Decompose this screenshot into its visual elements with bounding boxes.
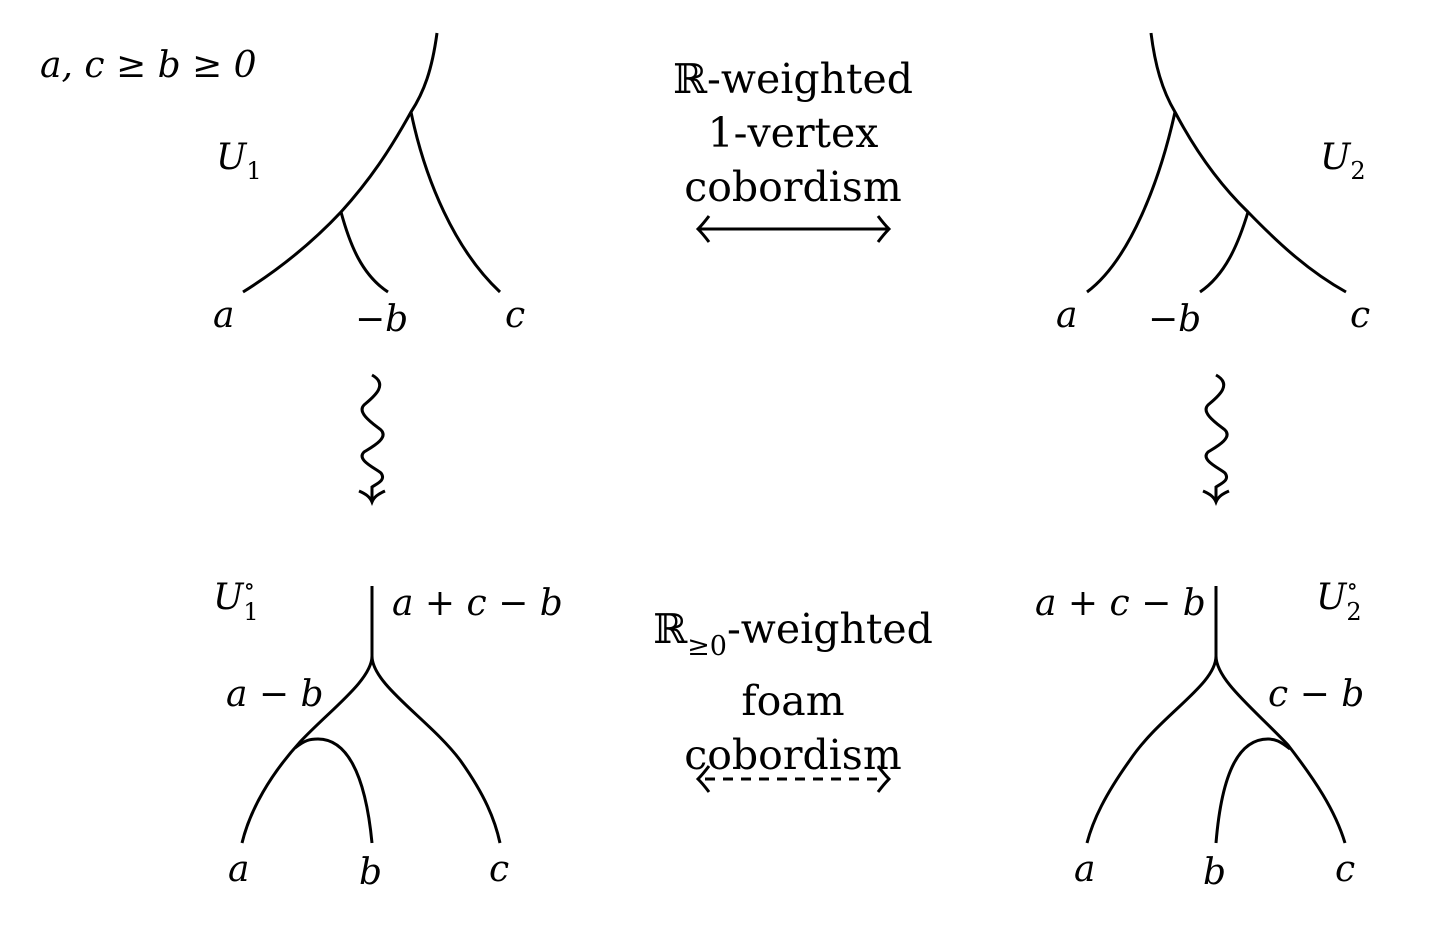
u2-circ-leaf-a: a — [1074, 849, 1096, 890]
u2-circ-inner-label: c − b — [1268, 674, 1365, 715]
u2-leaf-c: c — [1350, 295, 1371, 336]
bottom-caption-line3: cobordism — [684, 731, 902, 779]
foam-u1 — [240, 586, 502, 844]
u1-circ-inner-label: a − b — [226, 674, 324, 715]
u2-leaf-minus-b: −b — [1148, 299, 1202, 340]
bottom-caption-line2: foam — [741, 677, 845, 725]
u2-leaf-a: a — [1056, 295, 1078, 336]
u2-label: U2 — [1320, 137, 1366, 185]
squiggly-down-arrow-right — [1202, 373, 1230, 507]
u1-circ-label: U∘1 — [213, 572, 259, 626]
u1-circ-leaf-a: a — [228, 849, 250, 890]
bottom-caption: ℝ≥0-weighted foam cobordism — [613, 602, 973, 782]
u1-label: U1 — [216, 137, 262, 185]
u1-leaf-c: c — [505, 295, 526, 336]
u2-circ-leaf-c: c — [1335, 849, 1356, 890]
top-caption: ℝ-weighted 1-vertex cobordism — [613, 52, 973, 214]
u1-leaf-a: a — [213, 295, 235, 336]
squiggly-down-arrow-left — [358, 373, 386, 507]
u1-circ-leaf-c: c — [489, 849, 510, 890]
top-caption-line1: ℝ-weighted — [672, 55, 914, 103]
u1-leaf-minus-b: −b — [355, 299, 409, 340]
u1-circ-leaf-b: b — [359, 852, 383, 893]
solid-double-arrow — [695, 215, 892, 243]
u2-circ-label: U∘2 — [1316, 572, 1362, 626]
tree-u2 — [1086, 32, 1347, 294]
foam-u2 — [1085, 586, 1347, 844]
top-caption-line3: cobordism — [684, 163, 902, 211]
bottom-caption-line1: ℝ≥0-weighted — [653, 605, 933, 662]
top-caption-line2: 1-vertex — [707, 109, 879, 157]
condition-label: a, c ≥ b ≥ 0 — [40, 45, 257, 86]
u2-circ-trunk-label: a + c − b — [1035, 583, 1206, 624]
tree-u1 — [242, 32, 502, 294]
u2-circ-leaf-b: b — [1203, 852, 1227, 893]
dashed-double-arrow — [695, 765, 892, 793]
u1-circ-trunk-label: a + c − b — [392, 583, 563, 624]
